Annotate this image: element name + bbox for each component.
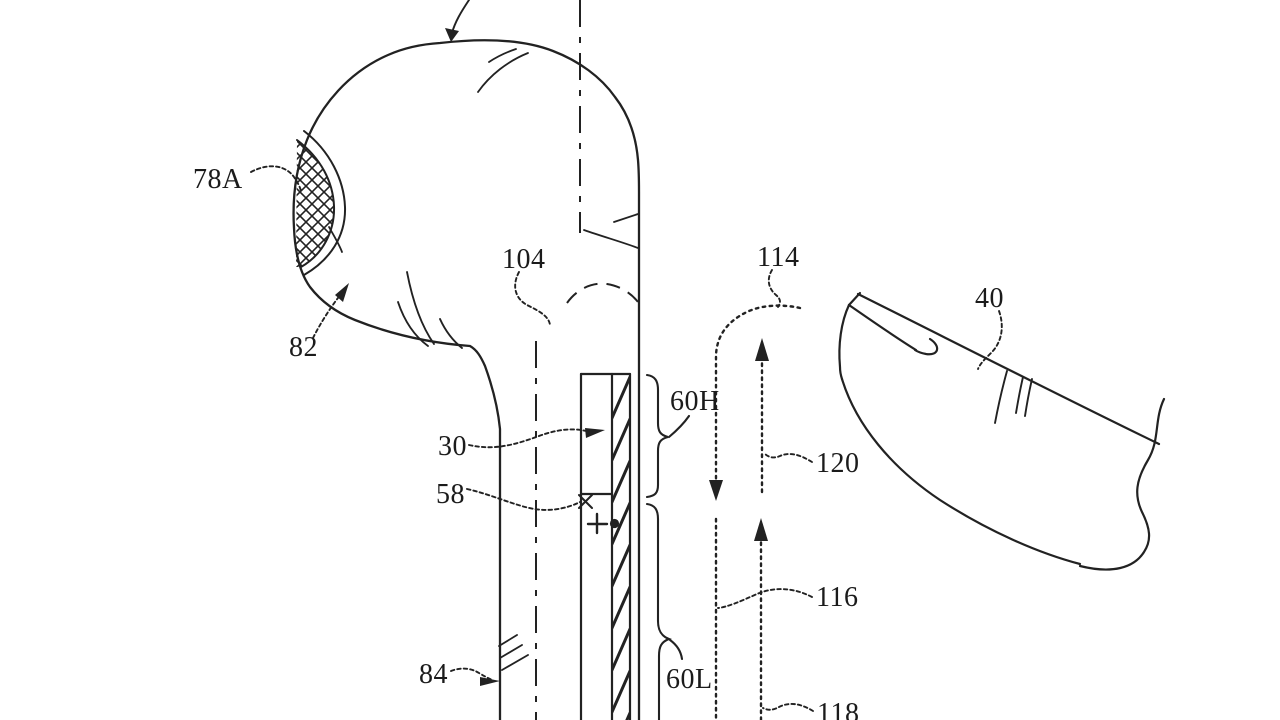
finger-top-edge — [856, 292, 1161, 446]
leader-104 — [514, 271, 551, 326]
arrowhead-top-cut — [445, 28, 459, 42]
apex-shading-arc — [477, 52, 529, 93]
junction-tick-2 — [583, 229, 639, 249]
stem-component — [578, 372, 632, 720]
label-84: 84 — [419, 659, 448, 690]
sensor-strip-hatching — [612, 375, 631, 720]
leader-40 — [977, 310, 1003, 370]
finger-break-line — [1078, 397, 1166, 571]
hidden-boundary-arc — [566, 282, 639, 304]
brace-60L-connector — [668, 638, 684, 661]
knuckle-crease-1 — [994, 370, 1008, 424]
arrowhead-up-120 — [755, 338, 769, 361]
label-116: 116 — [816, 582, 858, 613]
earbud-outline — [292, 39, 641, 720]
brace-60H-connector — [667, 414, 691, 439]
label-60L: 60L — [666, 664, 713, 695]
label-118: 118 — [817, 698, 859, 720]
leader-84 — [450, 667, 493, 681]
arrowhead-84 — [480, 677, 500, 686]
leader-58 — [466, 488, 581, 511]
fingernail-end-cap — [847, 291, 862, 307]
label-82: 82 — [289, 332, 318, 363]
leader-lines — [250, 0, 1003, 712]
fingernail-base-arc — [913, 337, 939, 356]
wrinkle-arc-3 — [439, 318, 463, 349]
leader-120 — [763, 452, 813, 463]
wrinkle-arc-1 — [406, 271, 435, 345]
leader-118 — [762, 703, 814, 712]
segment-braces — [645, 373, 691, 720]
arrowhead-down-114 — [709, 480, 723, 501]
leader-114 — [767, 269, 781, 308]
label-114: 114 — [757, 242, 799, 273]
arrowhead-82 — [335, 283, 349, 302]
junction-tick-1 — [613, 213, 639, 223]
mesh-inner-arc — [296, 139, 336, 268]
label-78A: 78A — [193, 164, 243, 195]
label-60H: 60H — [670, 386, 720, 417]
finger — [838, 291, 1166, 571]
airflow-114-curve — [714, 304, 802, 484]
stem-tick-1 — [498, 634, 518, 647]
knuckle-crease-2 — [1015, 376, 1024, 414]
label-58: 58 — [436, 479, 465, 510]
mesh-crosshatch-fill — [296, 140, 335, 267]
body-crease — [328, 226, 343, 253]
earbud-body — [292, 39, 641, 720]
label-120: 120 — [816, 448, 860, 479]
leader-top-cut — [451, 0, 470, 34]
mesh-outer-rim — [303, 130, 347, 276]
label-104: 104 — [502, 244, 546, 275]
stem-tick-3 — [501, 654, 529, 671]
finger-bottom-edge — [840, 377, 1082, 566]
arrowhead-30 — [585, 428, 605, 438]
brace-60L — [645, 502, 672, 720]
leader-78A — [250, 165, 302, 192]
stem-tick-2 — [499, 644, 523, 659]
apex-shading-tick — [488, 48, 517, 63]
brace-60H — [645, 373, 669, 499]
airflow-arrowheads — [709, 338, 769, 541]
label-30: 30 — [438, 431, 467, 462]
leader-arrowheads — [335, 28, 605, 686]
dot-marker — [609, 518, 620, 529]
wrinkle-arc-2 — [397, 301, 429, 347]
arrowhead-up-116 — [754, 518, 768, 541]
plus-marker — [586, 512, 609, 535]
fingernail-lower-edge — [847, 303, 918, 352]
knuckle-crease-3 — [1024, 378, 1033, 417]
x-marker — [578, 494, 593, 509]
finger-left-edge — [838, 303, 851, 381]
centerlines — [535, 0, 639, 720]
label-40: 40 — [975, 283, 1004, 314]
airflow-paths — [714, 304, 802, 720]
reference-numerals: 78A 82 104 114 40 30 58 60H 120 116 84 6… — [193, 164, 1004, 720]
leader-116 — [717, 588, 813, 609]
leader-30 — [468, 428, 587, 449]
